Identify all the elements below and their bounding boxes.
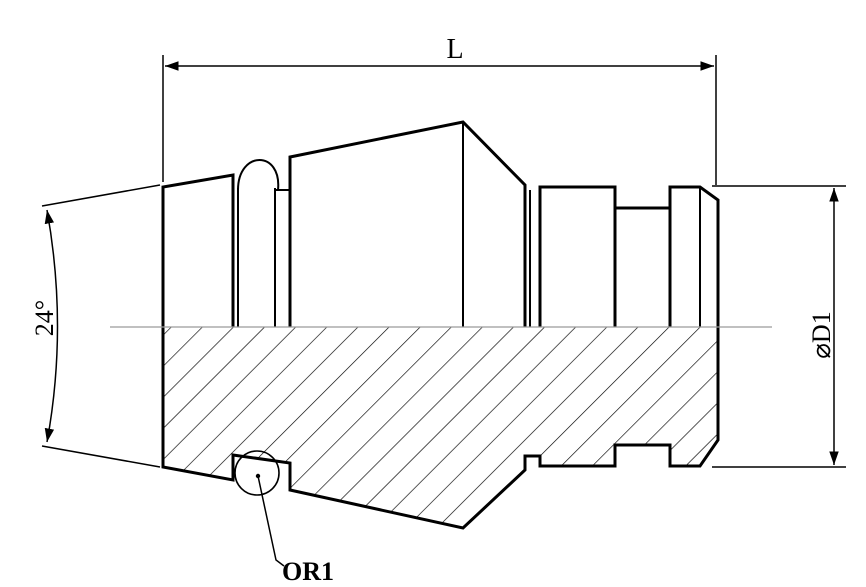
angle-arc [44,209,59,443]
angle-dimension [41,184,161,468]
length-label: L [446,34,463,65]
upper-main-body [288,120,527,327]
lower-profile [161,327,720,530]
lower-outline [161,327,720,530]
oring-label: OR1 [282,557,334,586]
upper-right-collar [668,185,720,327]
diameter-label: ⌀D1 [807,311,836,358]
section-hatch [163,327,718,528]
oring-top [237,159,280,191]
upper-left-body [161,173,235,327]
angle-label: 24° [30,300,59,336]
oring-leader [255,473,285,567]
length-dimension [162,55,717,185]
upper-collar [538,185,617,327]
upper-outline [161,120,720,327]
oring-leader-dot [255,473,261,479]
oring-leader-line [257,475,285,567]
oring-detail-circle [234,450,280,496]
angle-extension-top [41,184,161,207]
angle-extension-bottom [41,445,161,468]
diameter-dimension [712,185,846,468]
